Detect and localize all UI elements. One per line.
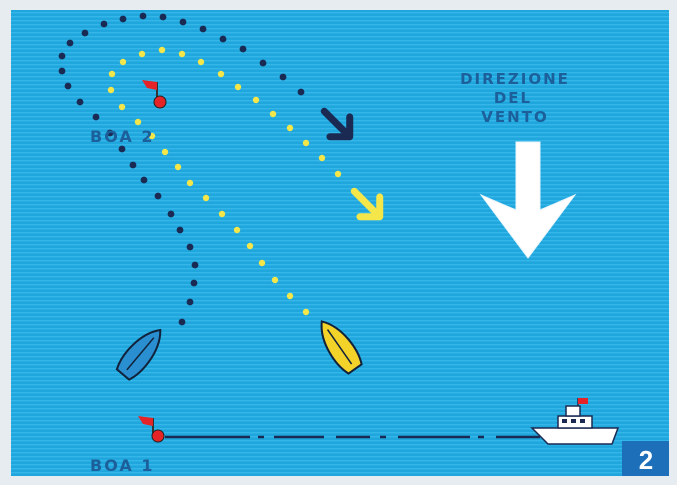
down-arrow-icon bbox=[479, 141, 577, 259]
path-dot bbox=[199, 25, 207, 33]
path-dot bbox=[197, 58, 205, 66]
water-background bbox=[11, 10, 669, 476]
figure-number-badge bbox=[622, 441, 669, 476]
figure-number: 2 bbox=[639, 445, 653, 475]
path-dot bbox=[219, 35, 227, 43]
path-dot bbox=[190, 279, 198, 287]
sailboat-icon-yellow bbox=[320, 320, 363, 375]
path-dot bbox=[297, 88, 305, 96]
path-dot bbox=[81, 29, 89, 37]
path-dot bbox=[139, 12, 147, 20]
path-dot bbox=[140, 176, 148, 184]
path-dot bbox=[186, 179, 194, 187]
path-dot bbox=[234, 83, 242, 91]
buoy-1 bbox=[138, 416, 165, 443]
path-dot bbox=[202, 194, 210, 202]
path-dot bbox=[179, 18, 187, 26]
path-dot bbox=[318, 154, 326, 162]
path-dot bbox=[259, 59, 267, 67]
sailboat-icon bbox=[115, 328, 162, 381]
path-dot bbox=[106, 129, 114, 137]
path-dot bbox=[161, 148, 169, 156]
path-dot bbox=[76, 98, 84, 106]
path-dot bbox=[186, 298, 194, 306]
path-dot bbox=[233, 226, 241, 234]
path-dot bbox=[186, 243, 194, 251]
dark-arrow-icon bbox=[320, 107, 354, 141]
path-dot bbox=[66, 39, 74, 47]
path-dot bbox=[100, 20, 108, 28]
wind-label-line1: DIREZIONE bbox=[460, 70, 570, 88]
path-dot bbox=[302, 139, 310, 147]
path-dot bbox=[58, 52, 66, 60]
path-dot bbox=[64, 82, 72, 90]
path-dot bbox=[269, 110, 277, 118]
wind-label-line3: VENTO bbox=[481, 108, 548, 126]
path-dot bbox=[107, 86, 115, 94]
yellow-arrow-icon bbox=[350, 187, 384, 221]
path-dot bbox=[134, 118, 142, 126]
path-dot bbox=[246, 242, 254, 250]
path-dot bbox=[271, 276, 279, 284]
path-dot bbox=[302, 308, 310, 316]
path-dot bbox=[58, 67, 66, 75]
buoy-1-label: BOA 1 bbox=[90, 456, 154, 475]
path-dot bbox=[129, 161, 137, 169]
path-dot bbox=[174, 163, 182, 171]
path-dot bbox=[167, 210, 175, 218]
path-dot bbox=[118, 103, 126, 111]
path-dot bbox=[118, 145, 126, 153]
path-dot bbox=[286, 292, 294, 300]
path-dot bbox=[178, 50, 186, 58]
path-dot bbox=[252, 96, 260, 104]
path-dot bbox=[138, 50, 146, 58]
path-dot bbox=[178, 318, 186, 326]
path-dot bbox=[279, 73, 287, 81]
path-dot bbox=[286, 124, 294, 132]
buoy-2 bbox=[142, 80, 167, 109]
path-dot bbox=[239, 45, 247, 53]
path-dot bbox=[217, 70, 225, 78]
path-dot bbox=[158, 46, 166, 54]
motorboat-icon bbox=[530, 398, 620, 445]
path-dot bbox=[258, 259, 266, 267]
path-dot bbox=[154, 192, 162, 200]
dark-boat-path bbox=[58, 12, 305, 326]
path-dot bbox=[334, 170, 342, 178]
path-dot bbox=[176, 226, 184, 234]
path-dot bbox=[108, 70, 116, 78]
wind-label-line2: DEL bbox=[494, 89, 532, 107]
buoy-2-label: BOA 2 bbox=[90, 127, 154, 146]
path-dot bbox=[119, 58, 127, 66]
path-dot bbox=[159, 13, 167, 21]
path-dot bbox=[218, 210, 226, 218]
path-dot bbox=[148, 132, 156, 140]
path-dot bbox=[119, 15, 127, 23]
path-dot bbox=[191, 261, 199, 269]
yellow-boat-path bbox=[107, 46, 342, 316]
path-dot bbox=[92, 113, 100, 121]
